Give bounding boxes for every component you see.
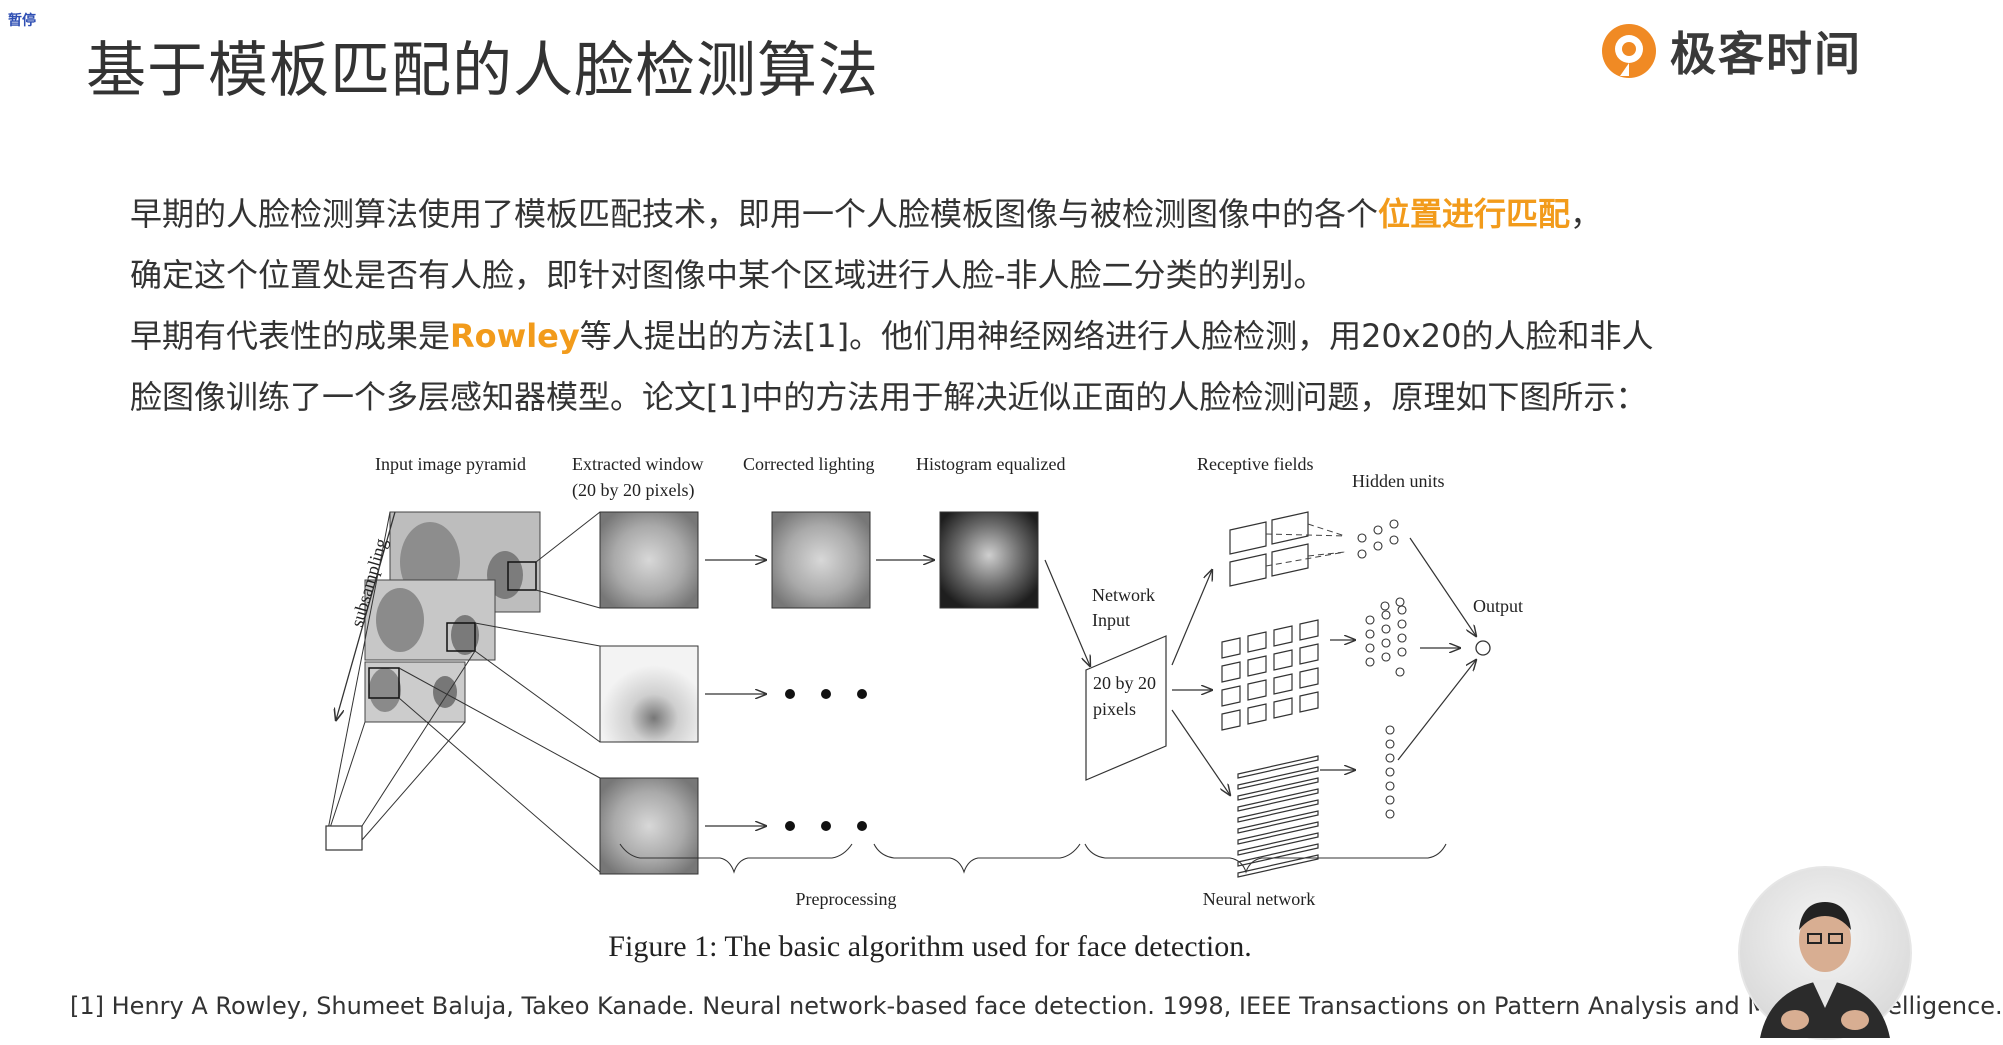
extracted-window-1: [599, 511, 699, 609]
brand-logo: 极客时间: [1598, 16, 1862, 86]
paragraph-line-1: 早期的人脸检测算法使用了模板匹配技术，即用一个人脸模板图像与被检测图像中的各个位…: [130, 183, 1750, 245]
label-network-input-1: Network: [1092, 585, 1155, 605]
label-input-pyramid: Input image pyramid: [375, 454, 526, 474]
pause-badge: 暂停: [8, 13, 36, 29]
extracted-window-3: [599, 777, 699, 875]
face-detection-figure: Input image pyramid Extracted window (20…: [300, 440, 1560, 920]
label-network-box-2: pixels: [1093, 699, 1136, 719]
image-pyramid: [364, 511, 541, 723]
label-hidden-units: Hidden units: [1352, 471, 1445, 491]
paragraph-text: 早期的人脸检测算法使用了模板匹配技术，即用一个人脸模板图像与被检测图像中的各个: [130, 195, 1379, 233]
label-corrected-lighting: Corrected lighting: [743, 454, 874, 474]
reference-citation: [1] Henry A Rowley, Shumeet Baluja, Take…: [70, 992, 2003, 1020]
geektime-logo-icon: [1602, 24, 1656, 78]
presenter-video: [1738, 866, 1912, 1040]
label-neural-network: Neural network: [1203, 889, 1315, 909]
extracted-window-2: [599, 645, 699, 743]
label-preprocessing: Preprocessing: [796, 889, 897, 909]
brand-name: 极客时间: [1670, 27, 1862, 81]
corrected-lighting-image: [771, 511, 871, 609]
paragraph-line-2: 确定这个位置处是否有人脸，即针对图像中某个区域进行人脸-非人脸二分类的判别。: [130, 256, 1326, 294]
label-network-box-1: 20 by 20: [1093, 673, 1156, 693]
paragraph-text: 早期有代表性的成果是: [130, 317, 451, 355]
label-network-input-2: Input: [1092, 610, 1130, 630]
label-extracted-window-size: (20 by 20 pixels): [572, 480, 694, 501]
paragraph-text: ，: [1570, 195, 1603, 233]
label-output: Output: [1473, 596, 1523, 616]
highlight-text: Rowley: [450, 317, 580, 355]
presenter-avatar-icon: [1760, 902, 1890, 1038]
label-histogram-equalized: Histogram equalized: [916, 454, 1065, 474]
paragraph-line-4: 脸图像训练了一个多层感知器模型。论文[1]中的方法用于解决近似正面的人脸检测问题…: [130, 378, 1648, 416]
label-receptive-fields: Receptive fields: [1197, 454, 1313, 474]
slide-title: 基于模板匹配的人脸检测算法: [86, 36, 879, 106]
paragraph-text: 等人提出的方法[1]。他们用神经网络进行人脸检测，用20x20的人脸和非人: [579, 317, 1654, 355]
figure-caption: Figure 1: The basic algorithm used for f…: [608, 930, 1252, 963]
label-extracted-window: Extracted window: [572, 454, 703, 474]
paragraph-line-3: 早期有代表性的成果是Rowley等人提出的方法[1]。他们用神经网络进行人脸检测…: [130, 305, 1750, 367]
highlight-text: 位置进行匹配: [1378, 195, 1571, 233]
output-node: [1475, 640, 1491, 656]
histogram-equalized-image: [939, 511, 1039, 609]
network-input-box: [1085, 635, 1167, 781]
